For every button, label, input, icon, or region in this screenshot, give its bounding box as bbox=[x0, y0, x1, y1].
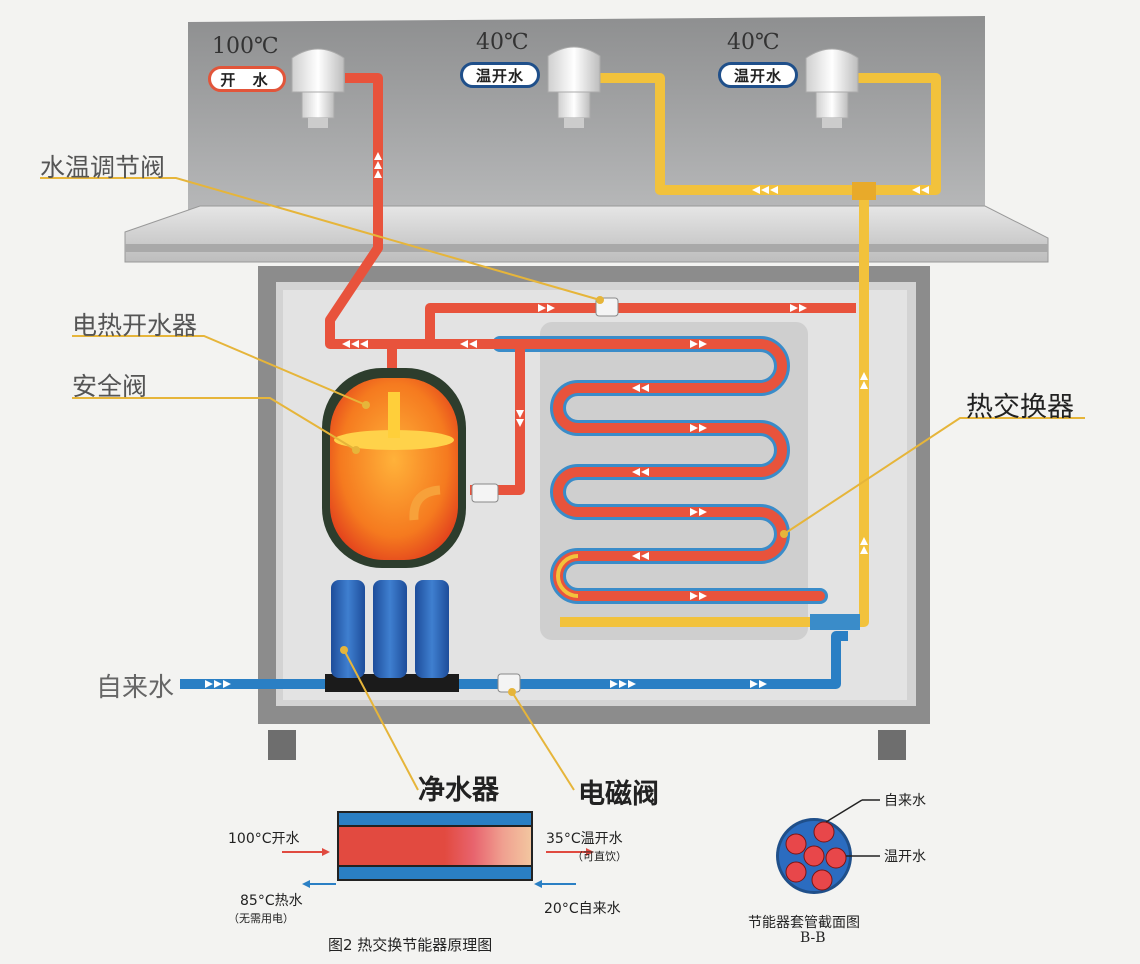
pipe-in-hot-label: 100°C开水 bbox=[228, 831, 300, 847]
faucet-warm-2-label: 温开水 bbox=[718, 62, 798, 88]
cross-section-inner-label: 温开水 bbox=[884, 849, 926, 865]
warm-junction bbox=[852, 182, 876, 200]
label-tap-water: 自来水 bbox=[96, 673, 175, 703]
cross-section-outer-label: 自来水 bbox=[884, 793, 926, 809]
coil-inner-warm bbox=[556, 554, 579, 598]
faucet-warm-2 bbox=[805, 48, 859, 128]
pipe-out-hot-note: （无需用电） bbox=[228, 912, 294, 925]
coil-outer bbox=[492, 336, 828, 604]
cross-section-diagram bbox=[776, 799, 880, 894]
label-heater: 电热开水器 bbox=[72, 311, 198, 340]
boiler bbox=[322, 368, 499, 568]
label-heat-exchanger: 热交换器 bbox=[966, 392, 1074, 423]
faucet-warm-1-temp: 40℃ bbox=[476, 30, 529, 55]
faucet-hot bbox=[291, 48, 345, 128]
cross-section-title: 节能器套管截面图 bbox=[748, 915, 860, 931]
pipe-out-warm-note: （可直饮） bbox=[572, 850, 627, 863]
pipe-out-hot-label: 85°C热水 bbox=[240, 893, 303, 909]
warm-water-pipe bbox=[560, 73, 941, 627]
faucet-warm-2-temp: 40℃ bbox=[727, 30, 780, 55]
coil-arrows bbox=[632, 340, 707, 600]
warm-pipe-arrows bbox=[752, 186, 929, 554]
pipe-section-diagram bbox=[282, 811, 594, 888]
faucet-hot-label: 开 水 bbox=[208, 66, 286, 92]
cross-section-subtitle: B-B bbox=[800, 930, 826, 946]
hot-pipe-arrows bbox=[342, 152, 807, 427]
label-purifier: 净水器 bbox=[418, 775, 499, 806]
faucet-warm-1-label: 温开水 bbox=[460, 62, 540, 88]
water-filters bbox=[325, 580, 459, 692]
leader-lines bbox=[40, 177, 1085, 791]
drip-shelf bbox=[124, 205, 1049, 263]
pipe-in-cold-label: 20°C自来水 bbox=[544, 901, 621, 917]
cold-pipe-arrows bbox=[205, 680, 767, 688]
exchanger-outlet bbox=[810, 614, 860, 630]
figure-caption: 图2 热交换节能器原理图 bbox=[328, 936, 493, 954]
pipe-out-warm-label: 35°C温开水 bbox=[546, 831, 623, 847]
label-safety-valve: 安全阀 bbox=[72, 372, 148, 401]
label-solenoid-valve: 电磁阀 bbox=[578, 779, 659, 810]
faucet-hot-temp: 100℃ bbox=[212, 34, 279, 59]
faucet-warm-1 bbox=[547, 46, 601, 128]
label-temp-valve: 水温调节阀 bbox=[40, 153, 166, 182]
solenoid-valve bbox=[497, 673, 521, 693]
